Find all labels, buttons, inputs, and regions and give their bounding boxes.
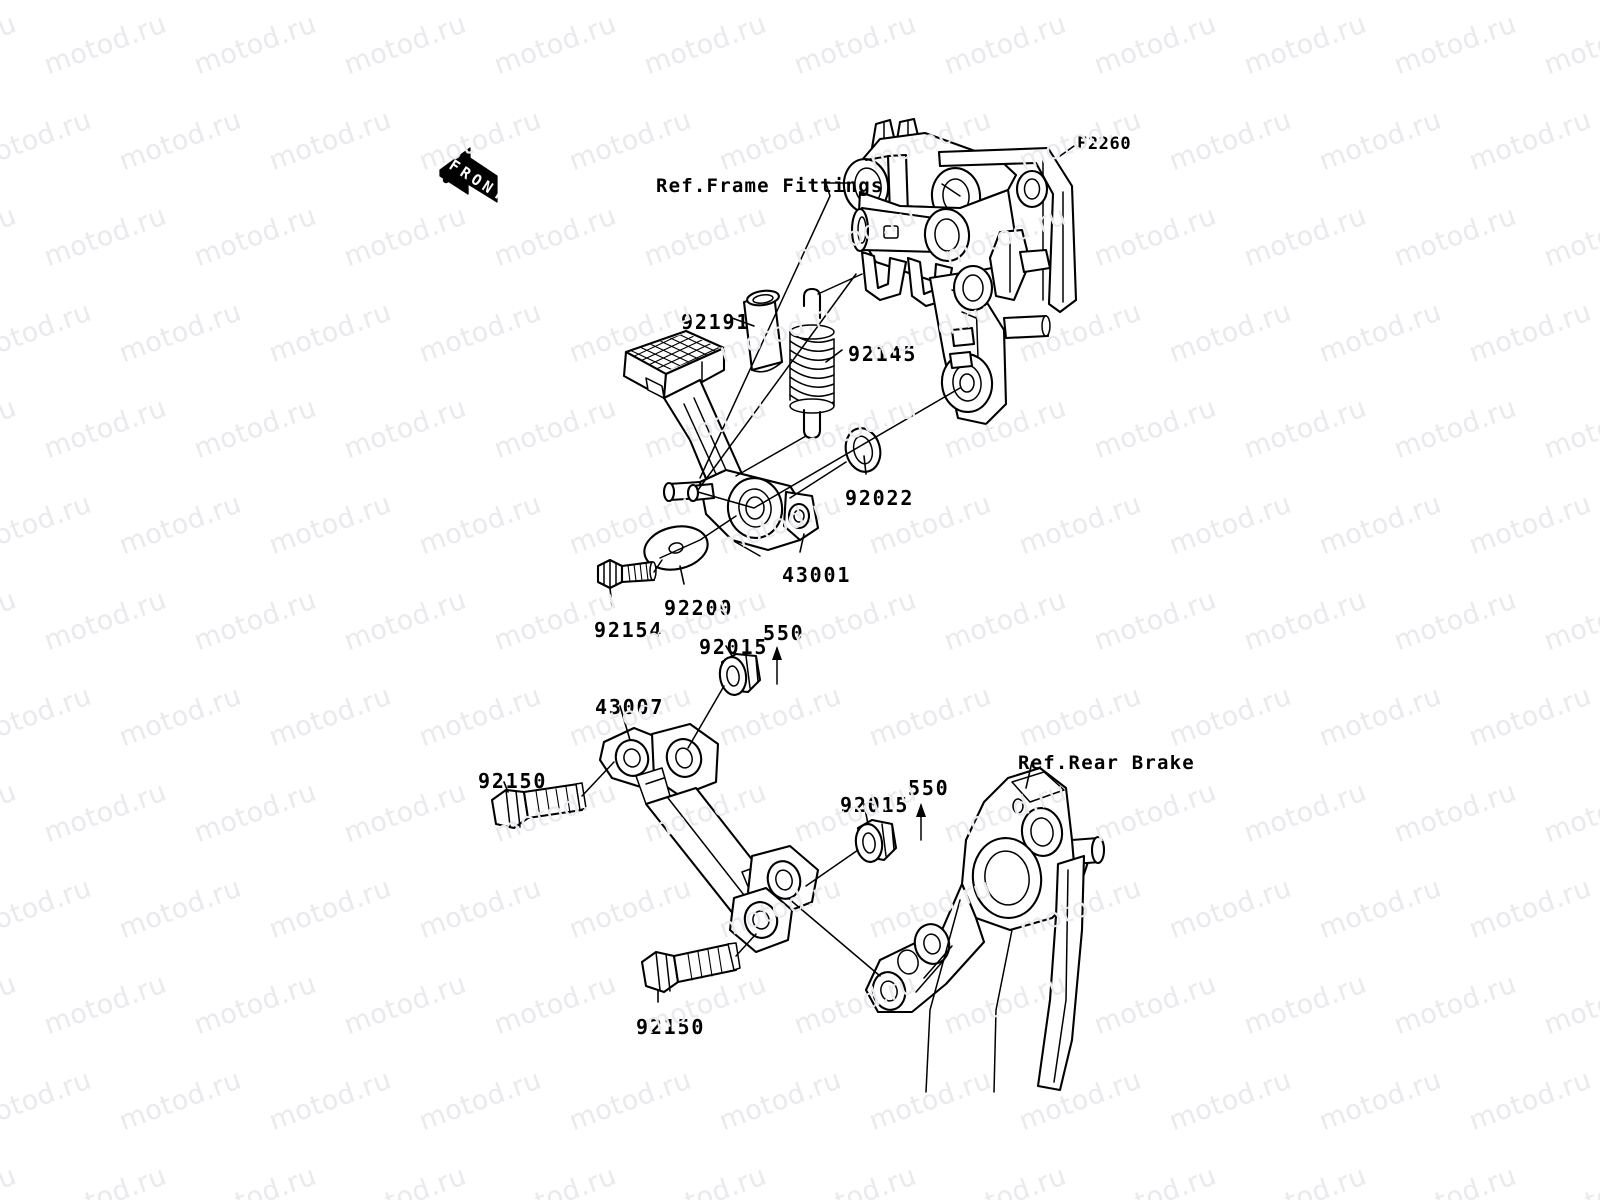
reference-label-ref-rear-brake[interactable]: Ref.Rear Brake: [1018, 752, 1195, 774]
front-arrow-icon: [439, 147, 498, 203]
reference-label-ref-frame-fittings[interactable]: Ref.Frame Fittings: [656, 175, 884, 197]
part-43007-push-rod: [598, 722, 820, 954]
part-label-flange-bolt[interactable]: 92154: [594, 618, 664, 642]
part-label-grease-mark-lower[interactable]: 550: [908, 776, 950, 800]
part-92150-bolt-lower: [640, 942, 741, 994]
part-92022-washer: [844, 427, 882, 473]
frame-fitting-bracket: [842, 117, 1078, 426]
part-label-plain-washer[interactable]: 92022: [845, 486, 915, 510]
part-92015-nut-upper: [718, 652, 762, 696]
leader-lines: [503, 145, 1075, 1003]
symbol-550-lower: [916, 803, 926, 841]
part-92154-bolt: [596, 558, 657, 590]
part-label-flange-nut-upper[interactable]: 92015: [699, 635, 769, 659]
part-92191-collar: [742, 289, 784, 373]
part-label-grease-mark-upper[interactable]: 550: [763, 621, 805, 645]
part-label-link-bolt-lower[interactable]: 92150: [636, 1015, 706, 1039]
part-92150-bolt-upper: [490, 782, 587, 830]
part-92200-washer: [643, 525, 709, 571]
part-label-tube-collar[interactable]: 92191: [681, 310, 751, 334]
part-label-push-rod-link[interactable]: 43007: [595, 695, 665, 719]
part-92145-spring: [789, 287, 835, 440]
part-label-return-spring[interactable]: 92145: [848, 342, 918, 366]
part-43001-brake-pedal: [622, 329, 820, 557]
symbol-550-upper: [772, 646, 782, 685]
part-92015-nut-lower: [854, 818, 898, 863]
part-label-brake-pedal[interactable]: 43001: [782, 563, 852, 587]
assembly-lines: [581, 182, 961, 977]
part-label-large-washer[interactable]: 92200: [664, 596, 734, 620]
rear-brake-assembly: [864, 766, 1106, 1093]
part-label-flange-nut-lower[interactable]: 92015: [840, 793, 910, 817]
sheet-code-label[interactable]: F2260: [1077, 134, 1132, 154]
part-label-link-bolt-upper[interactable]: 92150: [478, 769, 548, 793]
